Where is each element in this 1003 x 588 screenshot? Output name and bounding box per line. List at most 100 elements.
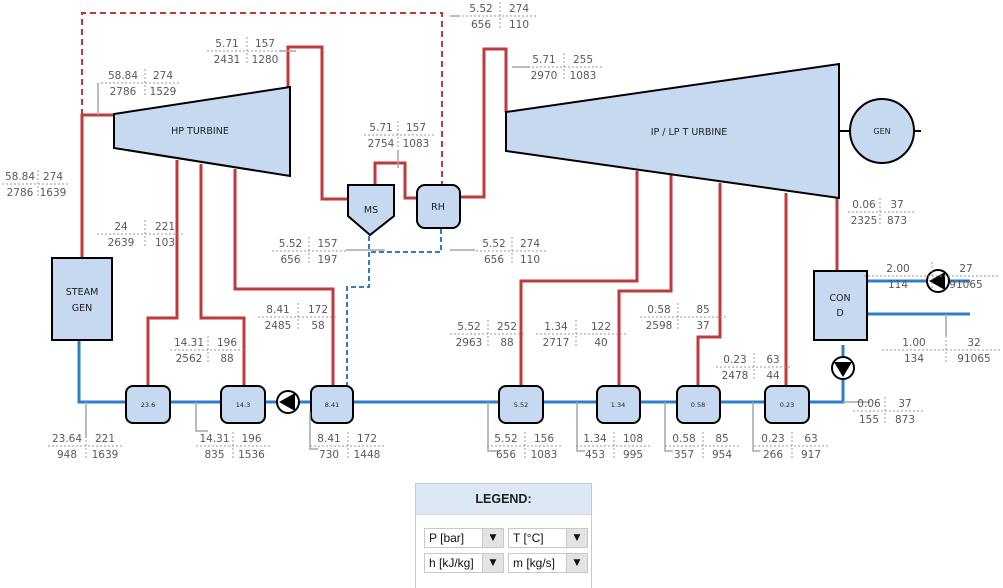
massflow-value: 44 [766, 370, 780, 382]
temperature-value: 63 [804, 433, 817, 445]
pressure-value: 8.41 [266, 304, 289, 316]
pipe-hp-exhaust [286, 45, 350, 201]
fwh-5-52[interactable]: 5.52 [498, 385, 544, 424]
condenser[interactable] [813, 270, 868, 341]
pipe-ms-drain [346, 236, 370, 385]
temperature-value: 108 [623, 433, 643, 445]
temperature-value: 172 [357, 433, 377, 445]
massflow-value: 91065 [949, 279, 982, 291]
chevron-down-icon[interactable]: ▼ [482, 529, 503, 547]
massflow-value: 1083 [403, 138, 430, 150]
enthalpy-value: 114 [888, 279, 908, 291]
pressure-value: 1.00 [902, 337, 925, 349]
pressure-value: 23.64 [52, 433, 82, 445]
massflow-value: 91065 [957, 353, 990, 365]
pressure-value: 5.71 [369, 122, 392, 134]
pressure-value: 14.31 [174, 337, 204, 349]
enthalpy-value: 2485 [265, 320, 292, 332]
leader-fw-lp4 [752, 402, 760, 452]
temperature-unit-value: T [°C] [513, 531, 544, 545]
massflow-value: 58 [311, 320, 324, 332]
cond-label-2: D [836, 308, 843, 319]
fwh-1-34[interactable]: 1.34 [596, 385, 641, 424]
temperature-value: 32 [967, 337, 980, 349]
fwh-5-52-label: 5.52 [514, 401, 528, 409]
pipe-rh-to-ip [460, 47, 508, 199]
generator[interactable] [849, 98, 915, 164]
temperature-value: 196 [217, 337, 237, 349]
enthalpy-unit-value: h [kJ/kg] [429, 556, 474, 570]
enthalpy-unit-select[interactable]: h [kJ/kg] ▼ [424, 553, 504, 573]
pipe-hp-bleed-1 [146, 160, 179, 385]
leader-fw-hp2 [195, 402, 208, 432]
rh-label: RH [431, 202, 445, 213]
massflow-value: 1083 [531, 449, 558, 461]
fwh-0-58[interactable]: 0.58 [676, 385, 721, 424]
leader-fw-dea [309, 412, 318, 450]
fwh-8-41[interactable]: 8.41 [310, 385, 354, 424]
chevron-down-icon[interactable]: ▼ [482, 554, 503, 572]
enthalpy-value: 656 [484, 254, 504, 266]
temperature-unit-select[interactable]: T [°C] ▼ [508, 528, 588, 548]
cooling-water-pump-icon[interactable] [926, 269, 950, 293]
moisture-separator[interactable] [347, 184, 395, 237]
temperature-value: 274 [43, 171, 63, 183]
pressure-value: 1.34 [583, 433, 607, 445]
hp-turbine-label: HP TURBINE [171, 126, 229, 137]
legend-title: LEGEND: [416, 484, 591, 515]
steam-generator[interactable] [51, 257, 113, 341]
enthalpy-value: 2478 [722, 370, 749, 382]
ip-lp-turbine[interactable] [505, 62, 840, 200]
chevron-down-icon[interactable]: ▼ [566, 529, 587, 547]
pressure-value: 24 [114, 221, 128, 233]
feed-pump-icon[interactable] [276, 390, 300, 414]
pressure-value: 5.71 [215, 38, 238, 50]
temperature-value: 157 [406, 122, 426, 134]
pressure-value: 58.84 [108, 70, 138, 82]
reheater[interactable] [416, 184, 461, 229]
temperature-value: 122 [591, 321, 611, 333]
massflow-value: 110 [509, 19, 529, 31]
massflow-value: 1280 [252, 54, 279, 66]
massflow-value: 873 [895, 414, 915, 426]
enthalpy-value: 2431 [214, 54, 241, 66]
temperature-value: 255 [573, 54, 593, 66]
temperature-value: 37 [890, 199, 903, 211]
hp-turbine[interactable] [113, 85, 291, 178]
pressure-value: 0.23 [761, 433, 784, 445]
massflow-unit-select[interactable]: m [kg/s] ▼ [508, 553, 588, 573]
pipe-lp-bleed-2 [617, 175, 673, 385]
temperature-value: 274 [153, 70, 173, 82]
chevron-down-icon[interactable]: ▼ [566, 554, 587, 572]
leader-fw-lp3 [664, 402, 673, 452]
temperature-value: 85 [715, 433, 728, 445]
pipe-hp-bleed-3 [233, 169, 335, 385]
pressure-unit-select[interactable]: P [bar] ▼ [424, 528, 504, 548]
enthalpy-value: 2754 [368, 138, 395, 150]
temperature-value: 252 [497, 321, 517, 333]
pipe-rh-drain [369, 229, 442, 253]
enthalpy-value: 155 [859, 414, 879, 426]
fwh-14-3[interactable]: 14.3 [220, 385, 266, 424]
legend-panel: LEGEND: P [bar] ▼ T [°C] ▼ h [kJ/kg] ▼ m… [415, 483, 592, 588]
fwh-0-23[interactable]: 0.23 [764, 385, 810, 424]
leader-fw-lp1 [487, 402, 500, 452]
massflow-value: 995 [623, 449, 643, 461]
legend-row-top: P [bar] ▼ T [°C] ▼ [424, 528, 588, 548]
pressure-unit-value: P [bar] [429, 531, 465, 545]
steam-gen-label-1: STEAM [66, 287, 99, 298]
fwh-23-6[interactable]: 23.6 [125, 385, 171, 424]
pressure-value: 8.41 [317, 433, 340, 445]
temperature-value: 157 [317, 238, 337, 250]
pressure-value: 5.52 [494, 433, 517, 445]
condensate-pump-icon[interactable] [831, 356, 855, 380]
